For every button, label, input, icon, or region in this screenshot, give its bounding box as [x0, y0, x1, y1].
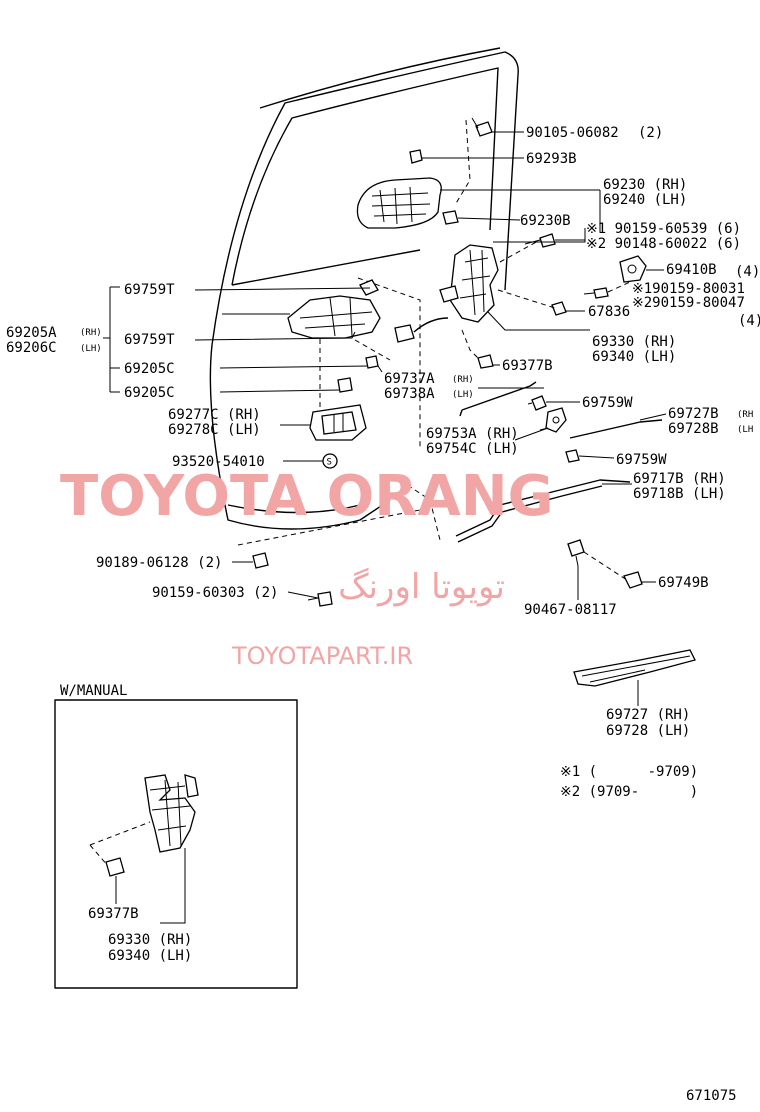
label-69205A: 69205A: [6, 325, 57, 341]
label-69410B-qty: (4): [735, 264, 760, 280]
striker-screw-icon: [583, 287, 609, 299]
label-69759W-a: 69759W: [582, 395, 633, 411]
note-2: ※2 (9709- ): [560, 784, 698, 800]
guide-bracket-icon: [573, 649, 696, 687]
label-90189-06128: 90189-06128 (2): [96, 555, 222, 571]
lower-parts: [232, 539, 696, 706]
watermark-arabic: تویوتا اورنگ: [338, 567, 505, 607]
label-90159-80047: ※290159-80047: [632, 295, 745, 311]
label-69205A-rh: (RH): [80, 328, 102, 338]
rod-assembly: [455, 381, 667, 543]
label-90159-60539: ※1 90159-60539 (6): [586, 221, 741, 237]
bolt-icon: [471, 117, 493, 137]
inside-handle-icon: [287, 279, 381, 339]
bolt-lower-icon: [307, 591, 333, 607]
label-69718B-lh: 69718B (LH): [633, 486, 726, 502]
label-69330-rh: 69330 (RH): [592, 334, 676, 350]
clip-lower-icon: [623, 571, 643, 589]
label-69738A: 69738A: [384, 386, 435, 402]
label-90467-08117: 90467-08117: [524, 602, 617, 618]
label-69728-lh: 69728 (LH): [606, 723, 690, 739]
label-69206C: 69206C: [6, 340, 57, 356]
label-69738A-lh: (LH): [452, 390, 474, 400]
label-90105-06082-qty: (2): [638, 125, 663, 141]
label-69293B: 69293B: [526, 151, 577, 167]
label-69754C-lh: 69754C (LH): [426, 441, 519, 457]
label-69240-lh: 69240 (LH): [603, 192, 687, 208]
label-69727B-rh: (RH: [737, 410, 753, 420]
outside-handle-assembly: [356, 117, 600, 229]
s-mark: S: [327, 458, 332, 468]
note-1: ※1 ( -9709): [560, 764, 698, 780]
striker-icon: [619, 255, 647, 283]
label-69727B: 69727B: [668, 406, 719, 422]
figure-number: 671075: [686, 1088, 737, 1104]
manual-lock-icon: [144, 774, 199, 853]
inset-manual: W/MANUAL 69377B 69330 (RH) 69340 (LH): [54, 683, 298, 989]
label-69340-lh: 69340 (LH): [592, 349, 676, 365]
handle-pad-icon: [442, 210, 459, 225]
watermark: TOYOTA ORANG تویوتا اورنگ TOYOTAPART.IR: [60, 464, 554, 670]
clip-icon: [409, 149, 423, 164]
cable-connector-icon: [394, 317, 449, 343]
rod-clip-icon: [527, 395, 547, 411]
label-69205C-a: 69205C: [124, 361, 175, 377]
door-lock-assembly: [439, 190, 664, 369]
label-69717B-rh: 69717B (RH): [633, 471, 726, 487]
rod-clip-2-icon: [565, 449, 580, 463]
washer-icon: [252, 552, 269, 569]
label-69727-rh: 69727 (RH): [606, 707, 690, 723]
label-90159-80031: ※190159-80031: [632, 281, 745, 297]
inside-handle-assembly: [103, 277, 449, 450]
label-69230B: 69230B: [520, 213, 571, 229]
label-69728B: 69728B: [668, 421, 719, 437]
lock-clip-icon: [477, 354, 494, 369]
label-qty-4: (4): [738, 313, 760, 329]
stud-icon: [567, 539, 585, 567]
label-93520-54010: 93520-54010: [172, 454, 265, 470]
label-69737A-rh: (RH): [452, 375, 474, 385]
inside-handle-bezel-icon: [309, 404, 367, 441]
label-69759T-a: 69759T: [124, 282, 175, 298]
label-69205C-b: 69205C: [124, 385, 175, 401]
outside-handle-icon: [356, 177, 442, 229]
label-69278C-lh: 69278C (LH): [168, 422, 261, 438]
part-labels: 90105-06082 (2) 69293B 69230 (RH) 69240 …: [6, 125, 760, 800]
label-69737A: 69737A: [384, 371, 435, 387]
label-69753A-rh: 69753A (RH): [426, 426, 519, 442]
label-90159-60303: 90159-60303 (2): [152, 585, 278, 601]
lock-pad-icon: [551, 301, 567, 316]
bezel-assembly: S: [280, 404, 367, 469]
inset-title: W/MANUAL: [60, 683, 127, 699]
watermark-brand: TOYOTA ORANG: [60, 464, 554, 529]
label-69230-rh: 69230 (RH): [603, 177, 687, 193]
manual-clip-icon: [105, 857, 125, 877]
label-69759T-b: 69759T: [124, 332, 175, 348]
label-69206C-lh: (LH): [80, 344, 102, 354]
bellcrank-icon: [539, 407, 567, 433]
label-69277C-rh: 69277C (RH): [168, 407, 261, 423]
label-90148-60022: ※2 90148-60022 (6): [586, 236, 741, 252]
label-90105-06082: 90105-06082: [526, 125, 619, 141]
inset-label-69340-lh: 69340 (LH): [108, 948, 192, 964]
label-69728B-lh: (LH: [737, 425, 753, 435]
inset-label-69377B: 69377B: [88, 906, 139, 922]
label-69410B: 69410B: [666, 262, 717, 278]
label-69759W-b: 69759W: [616, 452, 667, 468]
inset-label-69330-rh: 69330 (RH): [108, 932, 192, 948]
label-67836: 67836: [588, 304, 630, 320]
label-69377B: 69377B: [502, 358, 553, 374]
door-frame: [209, 47, 519, 546]
bottom-clip-icon: [337, 377, 353, 393]
watermark-url: TOYOTAPART.IR: [231, 642, 413, 670]
label-69749B: 69749B: [658, 575, 709, 591]
